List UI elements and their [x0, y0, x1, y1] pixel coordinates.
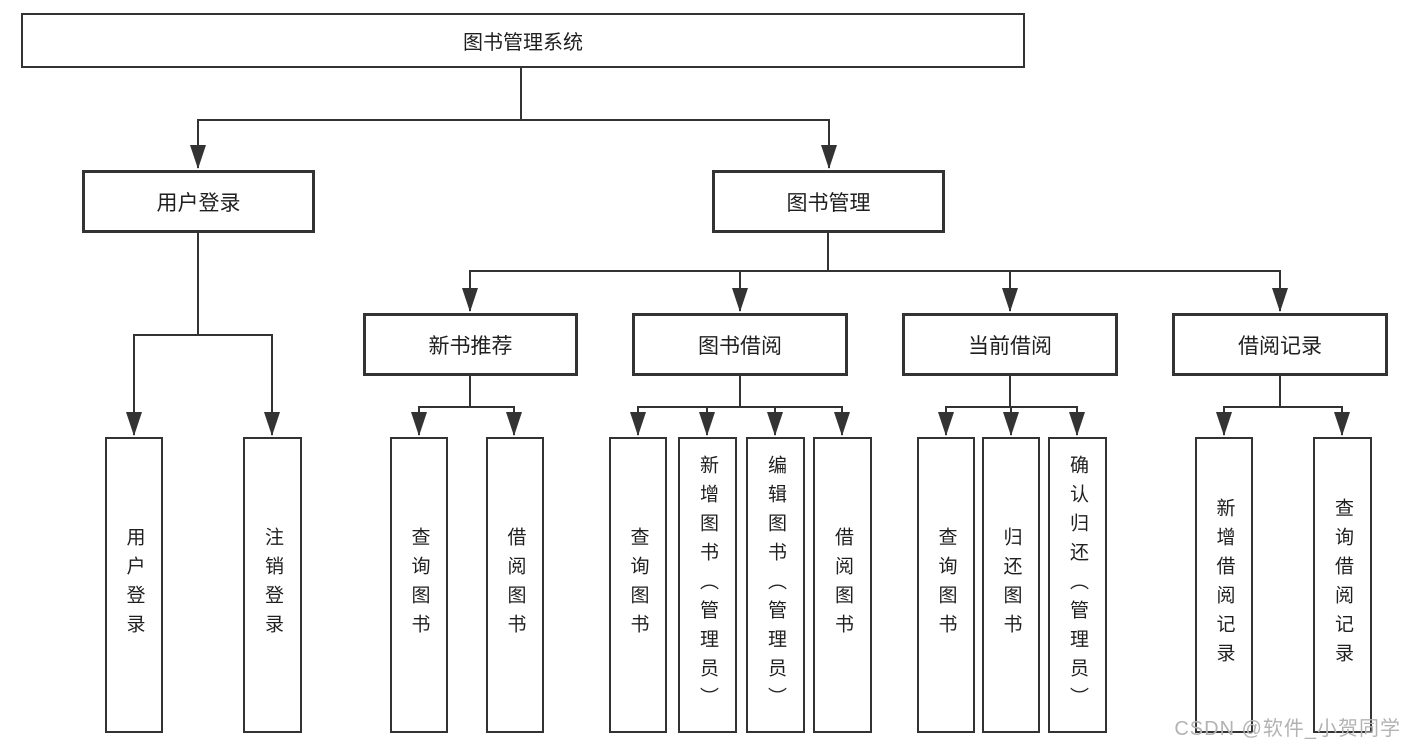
node-current-borrowing: 当前借阅 [902, 313, 1118, 376]
node-user-login: 用户登录 [82, 170, 315, 233]
node-borrow-book: 借阅图书 [813, 437, 872, 733]
node-return-book: 归还图书 [982, 437, 1040, 733]
node-add-book-admin: 新增图书（管理员） [678, 437, 737, 733]
node-edit-book-admin: 编辑图书（管理员） [746, 437, 805, 733]
node-add-borrow-record: 新增借阅记录 [1195, 437, 1253, 733]
node-logout-action: 注销登录 [243, 437, 302, 733]
node-borrow-query-book: 查询图书 [609, 437, 667, 733]
node-query-borrow-record: 查询借阅记录 [1313, 437, 1372, 733]
node-borrowing-records: 借阅记录 [1172, 313, 1388, 376]
node-confirm-return-admin: 确认归还（管理员） [1048, 437, 1107, 733]
node-root: 图书管理系统 [21, 13, 1025, 68]
node-recommend-borrow-book: 借阅图书 [486, 437, 544, 733]
node-book-management: 图书管理 [712, 170, 945, 233]
node-user-login-action: 用户登录 [105, 437, 163, 733]
node-recommend-query-book: 查询图书 [390, 437, 448, 733]
node-book-borrowing: 图书借阅 [632, 313, 848, 376]
node-new-book-recommendation: 新书推荐 [363, 313, 578, 376]
node-current-query-book: 查询图书 [917, 437, 975, 733]
